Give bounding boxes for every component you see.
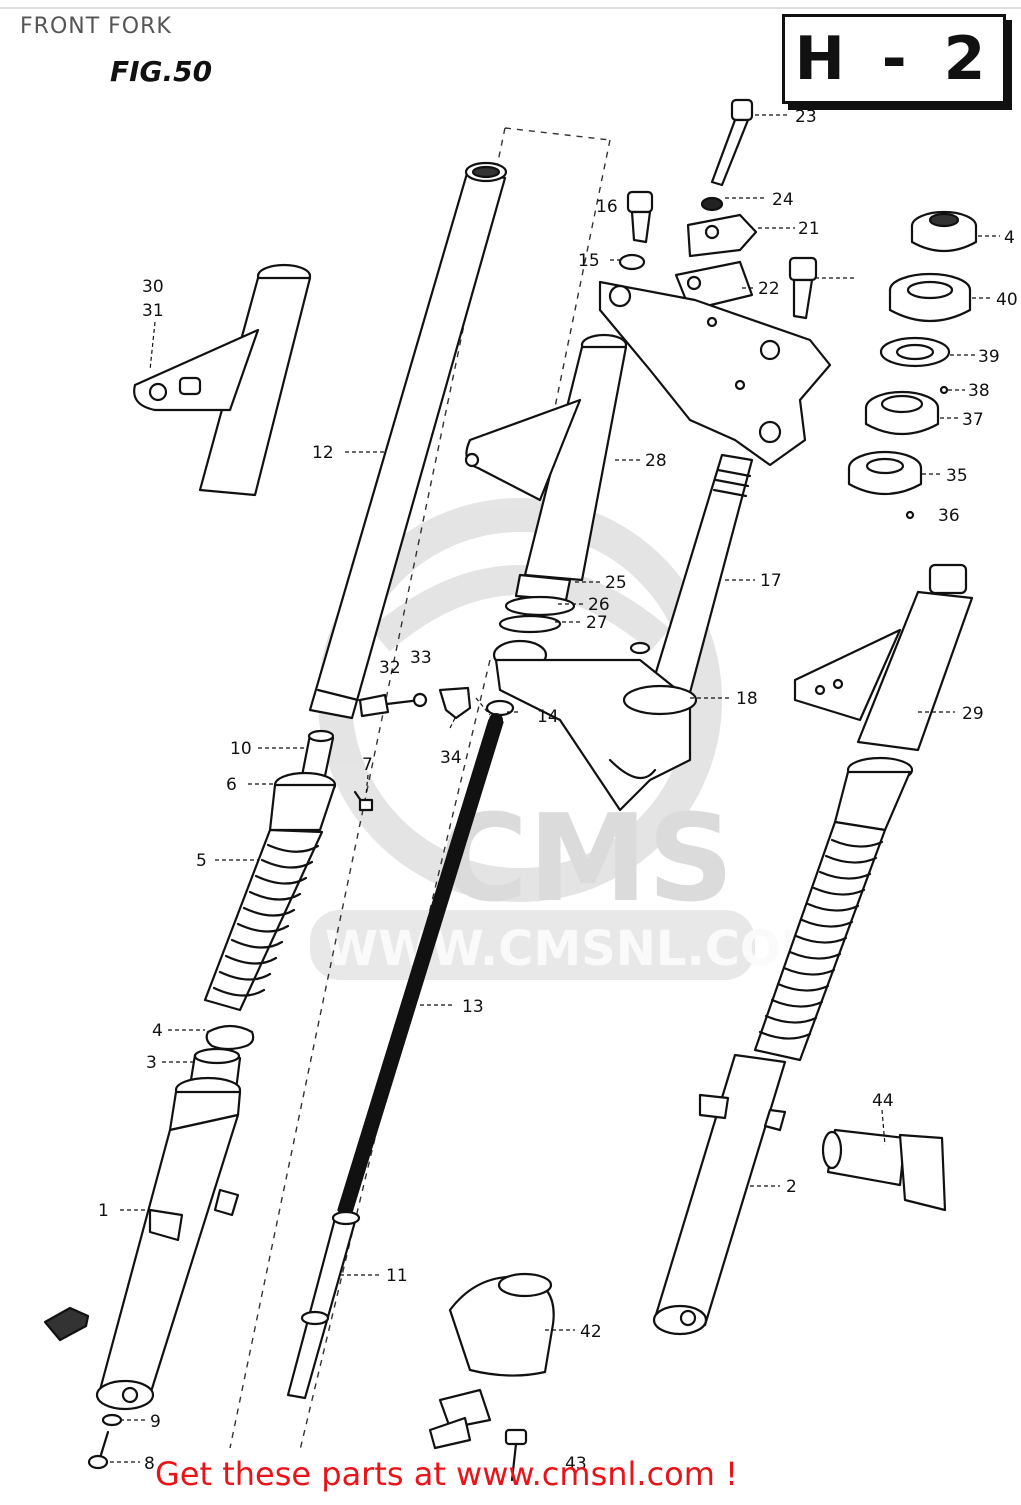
fork-spring — [337, 713, 504, 1217]
upper-bearing-race — [879, 336, 951, 368]
holder-bolt — [788, 256, 818, 320]
callout-31: 31 — [142, 301, 164, 321]
cable-guide — [438, 686, 472, 720]
cover-seals — [498, 573, 576, 634]
callout-43: 43 — [565, 1454, 587, 1474]
callout-30: 30 — [142, 277, 164, 297]
spring-seat-cap — [485, 699, 515, 717]
callout-24: 24 — [772, 190, 794, 210]
callout-14: 14 — [537, 707, 559, 727]
callout-39: 39 — [978, 347, 1000, 367]
callout-36: 36 — [938, 506, 960, 526]
callout-40: 40 — [996, 290, 1018, 310]
callout-26: 26 — [588, 595, 610, 615]
callout-29: 29 — [962, 704, 984, 724]
watermark-url: WWW.CMSNL.COM — [325, 921, 829, 977]
callout-10: 10 — [230, 739, 252, 759]
callout-4: 4 — [152, 1021, 163, 1041]
handlebar-holder-upper — [686, 213, 758, 258]
upper-clamp-bolt — [626, 190, 654, 244]
callout-27: 27 — [586, 613, 608, 633]
callout-22: 22 — [758, 279, 780, 299]
ignition-switch — [428, 1272, 555, 1450]
callout-38: 38 — [968, 381, 990, 401]
steering-lock — [821, 1128, 947, 1212]
callout-3: 3 — [146, 1053, 157, 1073]
upper-fork-cover — [464, 333, 628, 582]
callout-9: 9 — [150, 1412, 161, 1432]
figure-label: FIG.50 — [110, 55, 213, 88]
callout-17: 17 — [760, 571, 782, 591]
left-outer-tube — [95, 1076, 242, 1411]
callout-8: 8 — [144, 1454, 155, 1474]
left-fork-boot — [203, 771, 337, 1012]
boot-clamp — [205, 1024, 255, 1051]
callout-28: 28 — [645, 451, 667, 471]
dust-seal — [905, 510, 915, 520]
callout-6: 6 — [226, 775, 237, 795]
callout-13: 13 — [462, 997, 484, 1017]
right-fork-boot — [753, 756, 914, 1062]
steering-stem-bolt — [710, 98, 754, 187]
bearing-race — [864, 390, 940, 435]
callout-34: 34 — [440, 748, 462, 768]
small-screw — [353, 790, 374, 812]
diagram-code: H - 2 — [794, 24, 994, 94]
callout-11: 11 — [386, 1266, 408, 1286]
damper-rod — [286, 1210, 361, 1400]
drain-washer — [101, 1413, 123, 1427]
callout-25: 25 — [605, 573, 627, 593]
callout-7: 7 — [362, 755, 373, 775]
promo-link[interactable]: Get these parts at www.cmsnl.com ! — [155, 1455, 738, 1493]
steering-stem-nut — [910, 210, 978, 252]
leader-lines — [110, 114, 1000, 1463]
drain-bolt — [87, 1430, 110, 1470]
inner-fork-tube — [308, 161, 508, 720]
bolt-washer — [618, 253, 646, 271]
callout-42: 42 — [580, 1322, 602, 1342]
steel-ball — [939, 385, 949, 395]
callout-35: 35 — [946, 466, 968, 486]
right-fork-cover — [793, 563, 974, 752]
callout-16: 16 — [596, 197, 618, 217]
section-title: FRONT FORK — [20, 14, 172, 39]
switch-screw — [504, 1428, 528, 1482]
callout-12: 12 — [312, 443, 334, 463]
callout-18: 18 — [736, 689, 758, 709]
callout-23: 23 — [795, 107, 817, 127]
callout-labels: 23 24 16 21 15 22 4 40 39 38 37 35 36 30… — [98, 107, 1018, 1474]
upper-steering-bracket — [598, 280, 832, 467]
front-direction-arrow — [43, 1306, 90, 1342]
lower-steering-bracket — [492, 639, 698, 812]
callout-33: 33 — [410, 648, 432, 668]
callout-1: 1 — [98, 1201, 109, 1221]
callout-32: 32 — [379, 658, 401, 678]
callout-21: 21 — [798, 219, 820, 239]
callout-15: 15 — [578, 251, 600, 271]
headlight-bracket — [133, 263, 312, 497]
diagram-code-box: H - 2 — [782, 14, 1006, 104]
callout-5: 5 — [196, 851, 207, 871]
right-outer-tube — [652, 1053, 787, 1336]
callout-4-top: 4 — [1004, 228, 1015, 248]
callout-37: 37 — [962, 410, 984, 430]
stem-washer — [700, 196, 724, 212]
steering-stem-washer — [888, 272, 972, 323]
lower-bearing-race — [847, 450, 923, 495]
pinch-bolt — [358, 693, 422, 718]
watermark-brand: CMS — [440, 790, 734, 929]
bolt-nut — [412, 692, 428, 708]
callout-2: 2 — [786, 1177, 797, 1197]
callout-44: 44 — [872, 1091, 894, 1111]
